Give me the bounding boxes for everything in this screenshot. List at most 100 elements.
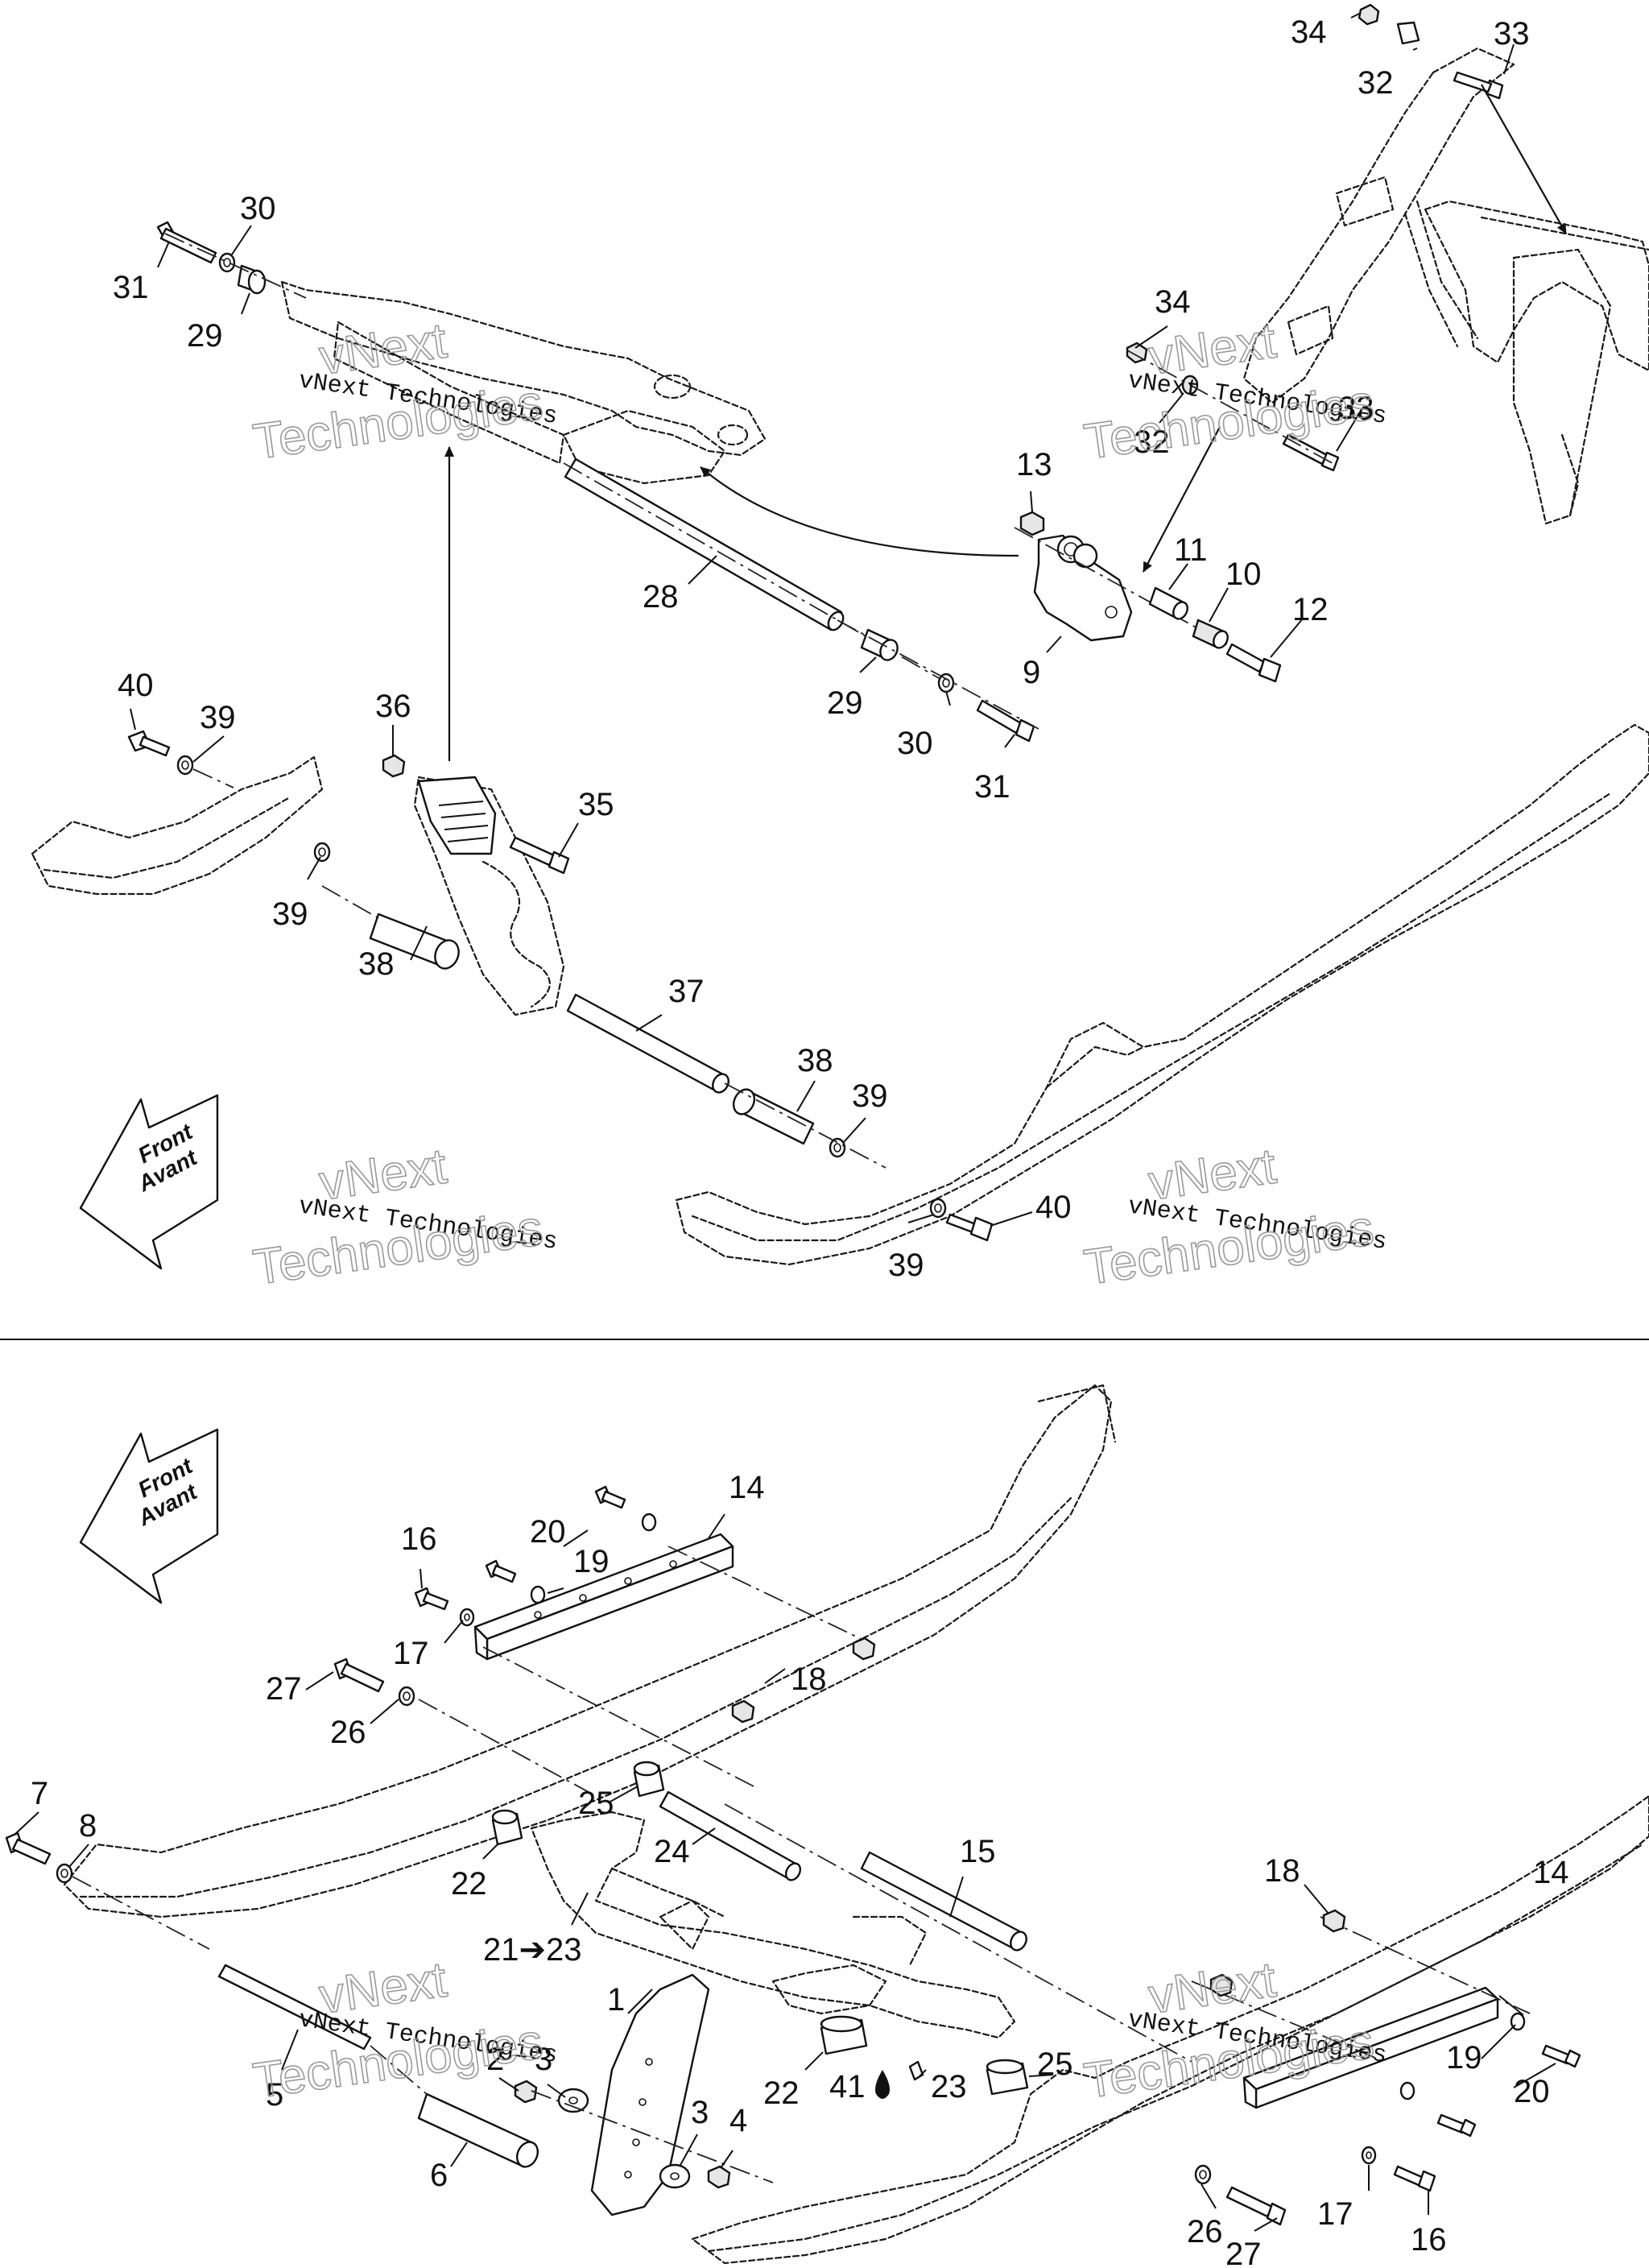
bolt-31-top <box>156 221 217 264</box>
watermark: vNext vNext Technologies Technologies <box>250 312 560 471</box>
callout-39: 39 <box>888 1248 924 1283</box>
callout-39: 39 <box>852 1078 888 1114</box>
callout-9: 9 <box>1023 655 1040 690</box>
bushing-22-lower <box>820 2015 868 2055</box>
bushing-25-lower <box>986 2059 1029 2096</box>
callout-34: 34 <box>1291 14 1327 50</box>
watermark: vNext vNext Technologies Technologies <box>1081 1138 1389 1297</box>
bolt-40-bottom <box>945 1213 994 1242</box>
callout-26: 26 <box>1187 2214 1223 2249</box>
bolt-31-lower <box>976 699 1035 743</box>
callout-16: 16 <box>401 1521 437 1557</box>
callout-8: 8 <box>79 1808 97 1844</box>
callout-35: 35 <box>578 787 614 822</box>
callout-20: 20 <box>530 1514 566 1550</box>
bolt-20-lower-b <box>1436 2113 1477 2138</box>
washer-19-upper-b <box>530 1585 546 1604</box>
callout-10: 10 <box>1225 557 1262 592</box>
rear-arm <box>530 1811 1016 2039</box>
rear-axle-housing <box>1424 200 1649 525</box>
callout-11: 11 <box>1174 532 1208 568</box>
callout-38: 38 <box>358 946 395 982</box>
callout-4: 4 <box>729 2103 747 2138</box>
callout-17: 17 <box>1317 2196 1354 2232</box>
washer-8 <box>56 1863 73 1884</box>
callout-32: 32 <box>1134 424 1170 460</box>
washer-26-upper <box>398 1686 415 1707</box>
washer-19-lower-b <box>1399 2081 1415 2100</box>
callout-14: 14 <box>729 1470 765 1505</box>
callout-16: 16 <box>1411 2222 1447 2258</box>
bushing-22-upper <box>491 1809 523 1846</box>
right-rail-top <box>675 723 1649 1266</box>
callout-22: 22 <box>763 2076 800 2111</box>
callout-28: 28 <box>643 579 679 615</box>
callout-14: 14 <box>1533 1855 1569 1890</box>
washer-17-lower <box>1361 2146 1377 2165</box>
bolt-16-upper <box>414 1587 449 1611</box>
callout-2: 2 <box>486 2042 504 2077</box>
left-rail-bottom <box>63 1384 1117 1918</box>
callout-23: 23 <box>931 2069 967 2105</box>
washer-17-upper <box>459 1608 475 1627</box>
nut-18-upper-a <box>852 1637 876 1661</box>
callout-18: 18 <box>1264 1853 1300 1889</box>
front-direction-arrow: Front Avant <box>79 1094 219 1270</box>
nut-18-lower-b <box>1209 1973 1234 1997</box>
callout-41: 41 <box>829 2069 866 2105</box>
callout-29: 29 <box>827 685 863 721</box>
callout-6: 6 <box>430 2158 448 2193</box>
callout-20: 20 <box>1514 2074 1550 2109</box>
left-rail <box>31 755 324 896</box>
nut-4 <box>707 2165 731 2189</box>
bracket-1 <box>590 1973 710 2216</box>
bolt-27-upper <box>333 1658 385 1693</box>
washer-19-upper-a <box>641 1513 657 1532</box>
watermark: vNext vNext Technologies Technologies <box>250 1138 560 1297</box>
callout-30: 30 <box>897 726 933 761</box>
spacer-10 <box>1192 619 1229 649</box>
bolt-35 <box>509 836 570 875</box>
callout-3: 3 <box>691 2095 709 2130</box>
bolt-27-lower <box>1225 2186 1287 2226</box>
nut-2 <box>514 2080 538 2104</box>
washer-39-left <box>176 755 194 776</box>
callout-32: 32 <box>1358 65 1394 101</box>
shock-absorber <box>413 776 565 1016</box>
bushing-32-top <box>1396 21 1420 45</box>
spacer-38-left <box>369 913 460 970</box>
slide-14-upper <box>473 1533 734 1661</box>
washer-39-bottom <box>929 1198 947 1219</box>
nut-13 <box>1019 511 1045 536</box>
washer-3-lower <box>659 2163 691 2189</box>
nut-18-upper-b <box>731 1699 755 1724</box>
bolt-20-lower-a <box>1541 2044 1581 2068</box>
spacer-38-right <box>732 1088 815 1145</box>
washer-3-upper <box>557 2088 589 2113</box>
front-direction-arrow: Front Avant <box>79 1428 219 1604</box>
callout-7: 7 <box>31 1776 48 1811</box>
callout-26: 26 <box>330 1715 366 1750</box>
shaft-5 <box>217 1964 372 2051</box>
callout-34: 34 <box>1155 284 1191 320</box>
callout-33: 33 <box>1494 16 1530 52</box>
callout-5: 5 <box>266 2077 283 2113</box>
spacer-6 <box>417 2092 539 2168</box>
washer-39-right <box>829 1137 846 1158</box>
callout-12: 12 <box>1292 592 1329 627</box>
grease-fitting-23 <box>908 2060 924 2081</box>
callout-18: 18 <box>791 1662 827 1697</box>
callout-21-23: 21➔23 <box>483 1932 582 1968</box>
callout-15: 15 <box>960 1834 996 1869</box>
axle-37 <box>566 993 729 1094</box>
callout-22: 22 <box>451 1866 487 1902</box>
bushing-29-lower <box>860 628 899 661</box>
rear-frame <box>1242 47 1515 404</box>
watermark: vNext vNext Technologies Technologies <box>250 1951 560 2110</box>
watermark: vNext vNext Technologies Technologies <box>1081 1951 1389 2110</box>
axle-24 <box>659 1790 802 1881</box>
callout-36: 36 <box>375 689 411 724</box>
callout-19: 19 <box>1446 2040 1482 2076</box>
bushing-29-top <box>237 264 267 295</box>
callout-25: 25 <box>1037 2047 1073 2082</box>
